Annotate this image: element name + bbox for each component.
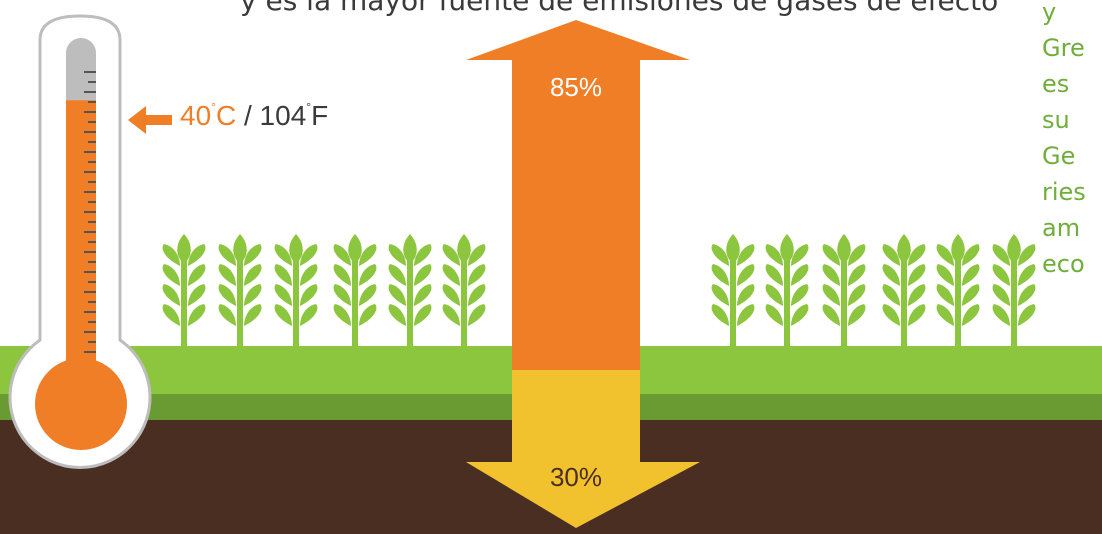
side-text-line: ries	[1042, 178, 1086, 206]
arrow-down-percent: 30%	[549, 462, 603, 492]
side-text: y Gre es su Ge ries am eco	[1042, 0, 1102, 324]
celsius-value: 40	[180, 100, 212, 131]
temp-separator: /	[236, 100, 260, 131]
side-text-line: es	[1042, 70, 1070, 98]
side-text-line: y	[1042, 0, 1057, 26]
arrow-down-icon	[466, 370, 700, 528]
thermometer-ticks	[84, 71, 96, 353]
celsius-unit: C	[215, 100, 237, 131]
top-caption: y es la mayor fuente de emisiones de gas…	[240, 0, 1000, 16]
side-text-line: eco	[1042, 250, 1085, 278]
temperature-label: 40°C / 104°F	[180, 100, 328, 132]
arrow-left-icon	[128, 106, 172, 134]
degree-symbol: °	[306, 100, 312, 114]
degree-symbol: °	[211, 100, 216, 114]
arrow-up-icon	[466, 20, 690, 370]
arrow-up-percent: 85%	[549, 72, 603, 102]
thermometer-icon	[8, 14, 172, 469]
side-text-line: su	[1042, 106, 1070, 134]
side-text-line: Ge	[1042, 142, 1076, 170]
side-text-line: am	[1042, 214, 1081, 242]
thermometer-bulb	[35, 358, 127, 450]
fahrenheit-value: 104	[259, 100, 307, 131]
fahrenheit-unit: F	[311, 100, 329, 131]
side-text-line: Gre	[1042, 34, 1085, 62]
